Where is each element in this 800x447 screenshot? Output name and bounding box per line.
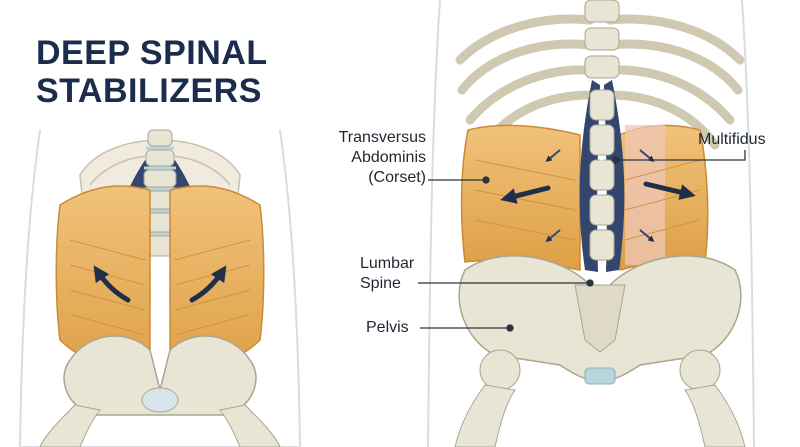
right-arrow-small-upper-left	[545, 149, 561, 163]
title-line-1: DEEP SPINAL	[36, 34, 268, 72]
right-arrow-right	[643, 181, 696, 200]
right-sacrum	[574, 284, 626, 353]
right-body-outline	[427, 0, 755, 447]
multifidus-leader	[616, 150, 746, 161]
left-arrow-left	[93, 265, 131, 303]
left-body-outline	[18, 129, 302, 447]
multifidus-label: Multifidus	[698, 131, 766, 148]
right-transversus-left	[460, 124, 581, 271]
lumbar-spine-label: Lumbar Spine	[360, 255, 415, 292]
left-arrow-right	[189, 265, 227, 303]
back-view-figure	[427, 0, 755, 447]
front-view-figure	[18, 129, 302, 447]
right-arrow-small-lower-left	[545, 229, 561, 243]
right-spine	[584, 0, 620, 261]
title-line-2: STABILIZERS	[36, 72, 262, 110]
transversus-abdominis-label: Transversus Abdominis (Corset)	[338, 129, 426, 186]
right-arrow-left	[500, 185, 551, 204]
pelvis-label: Pelvis	[366, 319, 409, 336]
right-arrow-small-upper-right	[639, 149, 655, 163]
right-arrow-small-lower-right	[639, 229, 655, 243]
leader-lines	[418, 150, 746, 332]
page-title: DEEP SPINAL STABILIZERS	[36, 34, 268, 110]
right-ribcage	[455, 14, 745, 150]
